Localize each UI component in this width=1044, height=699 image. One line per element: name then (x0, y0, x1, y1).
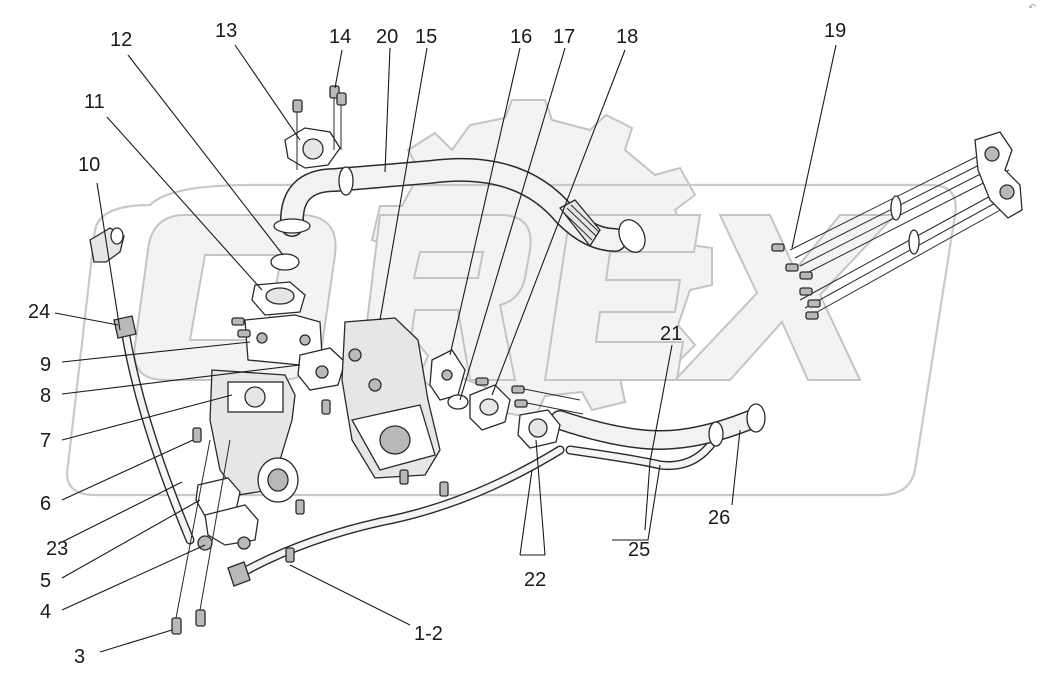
leader-4 (61, 544, 206, 611)
leader-25 (612, 464, 661, 541)
callout-19: 19 (824, 20, 846, 42)
o-ring-19b (908, 229, 920, 255)
callout-20: 20 (376, 26, 398, 48)
hose-24-nut (113, 315, 137, 339)
leader-3 (99, 629, 173, 653)
callout-8: 8 (40, 385, 51, 407)
callout-10: 10 (78, 154, 100, 176)
leader-1-2 (289, 564, 411, 626)
leader-12 (127, 54, 284, 256)
pipe-20-outlet (618, 219, 646, 253)
callout-7: 7 (40, 430, 51, 452)
leader-14 (334, 49, 343, 89)
leader-15 (379, 47, 428, 321)
callout-6: 6 (40, 493, 51, 515)
pipe-21-collar (708, 421, 724, 447)
callout-15: 15 (415, 26, 437, 48)
pipe-26-end (746, 403, 766, 433)
callout-21: 21 (660, 323, 682, 345)
callout-5: 5 (40, 570, 51, 592)
leader-5 (61, 499, 201, 579)
callout-1-2: 1-2 (414, 623, 443, 645)
leader-lines (54, 44, 837, 653)
callout-17: 17 (553, 26, 575, 48)
leader-11 (106, 116, 263, 291)
corner-mark: ↶ (1028, 2, 1036, 12)
bolts-19 (771, 243, 821, 320)
callout-11: 11 (84, 91, 105, 113)
components (89, 85, 821, 635)
callout-12: 12 (110, 29, 132, 51)
watermark-band (66, 183, 957, 497)
callout-23: 23 (46, 538, 68, 560)
pipe-20-end (273, 218, 311, 234)
leader-10 (96, 182, 121, 331)
leader-9 (61, 341, 251, 363)
pipe-20-ring (338, 166, 354, 196)
leader-23 (61, 481, 183, 543)
callout-13: 13 (215, 20, 237, 42)
o-ring-17 (447, 394, 469, 410)
bolts-pump (231, 317, 449, 563)
callout-labels: 1-2 3 4 5 6 7 8 9 10 11 12 13 14 15 16 1… (28, 20, 846, 668)
leader-6 (61, 439, 194, 501)
fitting-6 (192, 427, 202, 443)
hose-22-nut (227, 561, 251, 587)
callout-4: 4 (40, 601, 51, 623)
leader-17 (459, 47, 566, 401)
leader-16 (449, 47, 521, 356)
flange-19 (974, 131, 1023, 219)
callout-9: 9 (40, 354, 51, 376)
leader-21 (644, 344, 673, 531)
leader-7 (61, 394, 233, 441)
leader-20 (384, 47, 391, 173)
callout-3: 3 (74, 646, 85, 668)
leader-8 (61, 364, 301, 395)
o-ring-12 (270, 253, 300, 271)
leader-13 (234, 44, 301, 141)
callout-14: 14 (329, 26, 351, 48)
callout-25: 25 (628, 539, 650, 561)
hoses (113, 131, 1023, 587)
valve-4 (204, 504, 259, 546)
callout-24: 24 (28, 301, 50, 323)
callout-26: 26 (708, 507, 730, 529)
leader-26 (731, 429, 741, 506)
leader-22 (519, 439, 546, 556)
bolts-14 (292, 85, 347, 170)
bolts-18 (475, 377, 584, 415)
leader-18 (491, 49, 626, 396)
o-ring-19a (890, 195, 902, 221)
callout-22: 22 (524, 569, 546, 591)
callout-18: 18 (616, 26, 638, 48)
callout-16: 16 (510, 26, 532, 48)
leader-24 (54, 312, 119, 326)
leader-19 (791, 44, 837, 249)
bolts-3 (171, 439, 231, 635)
